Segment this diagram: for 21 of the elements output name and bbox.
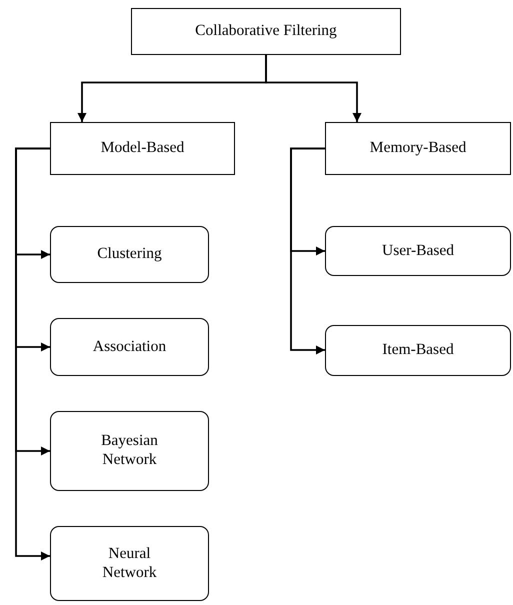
method-box: [50, 411, 209, 491]
node-label: Bayesian Network: [100, 432, 159, 470]
connector-arrow: [290, 148, 325, 354]
node-label: Model-Based: [100, 139, 184, 158]
method-box: [50, 318, 209, 376]
method-box: [325, 226, 511, 276]
node-label: Collaborative Filtering: [195, 22, 337, 41]
category-box: [131, 8, 401, 55]
connector-arrow: [265, 55, 362, 122]
node-label: User-Based: [382, 242, 454, 260]
category-box: [50, 122, 235, 175]
method-box: [325, 325, 511, 376]
node-label: Neural Network: [101, 544, 158, 582]
method-box: [50, 226, 209, 283]
method-box: [50, 526, 209, 601]
node-label: Item-Based: [382, 341, 454, 360]
node-label: Memory-Based: [370, 139, 466, 158]
connector-arrow: [15, 148, 50, 560]
category-box: [325, 122, 511, 175]
node-label: Association: [92, 338, 166, 356]
node-label: Clustering: [97, 245, 162, 264]
